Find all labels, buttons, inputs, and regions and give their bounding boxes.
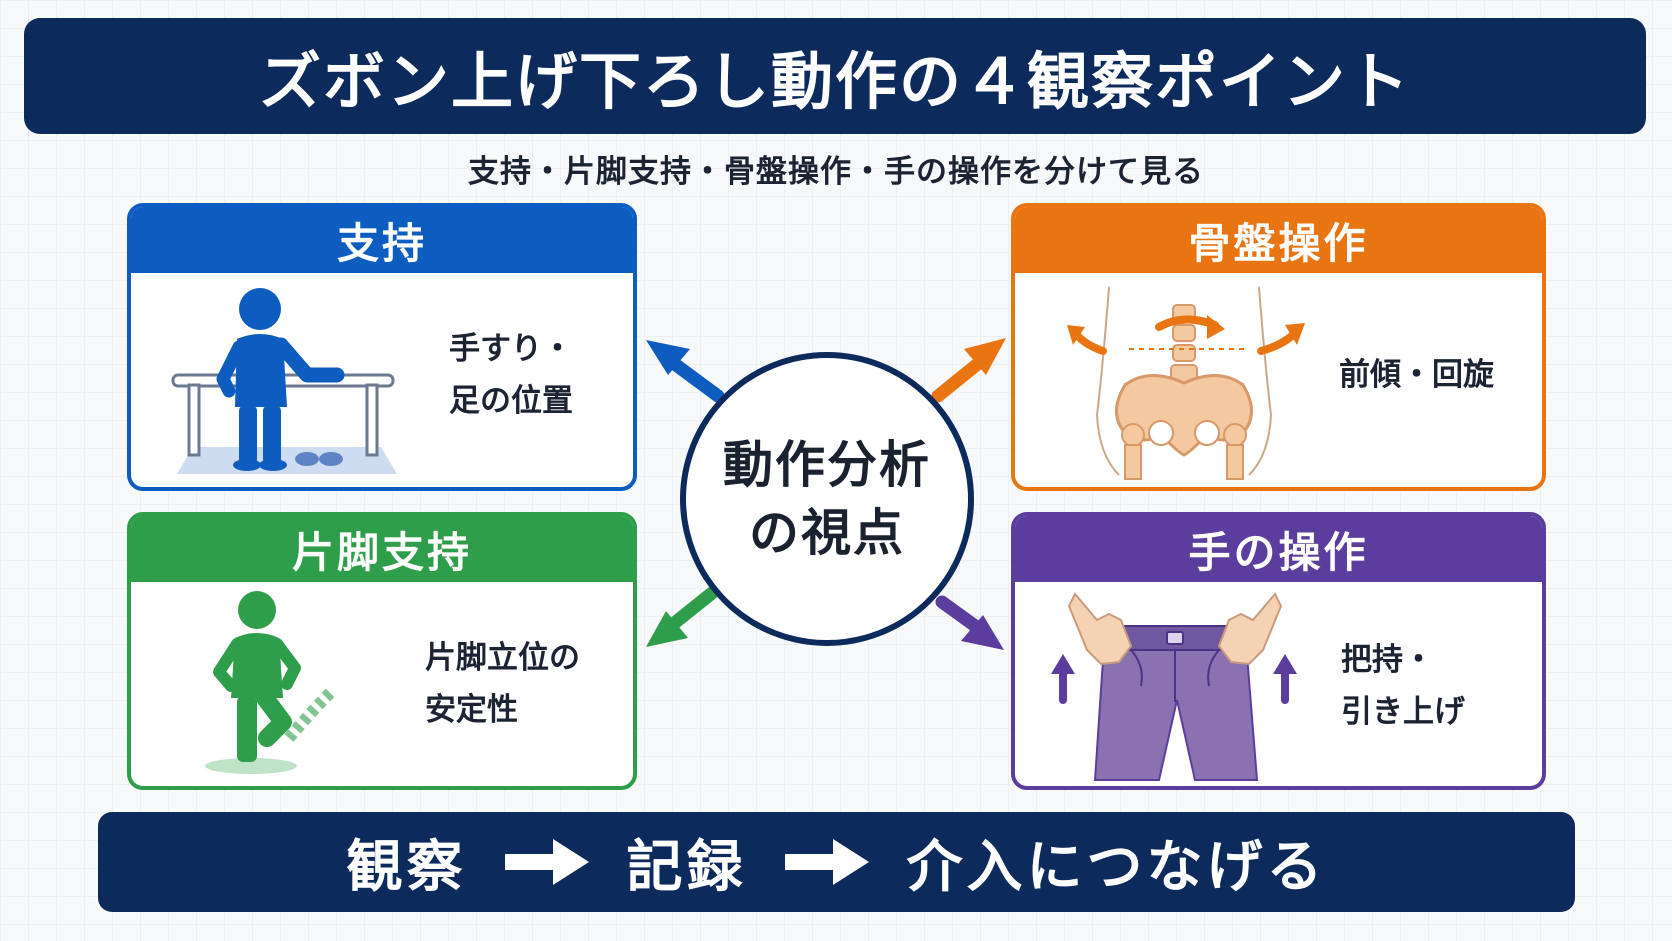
card-hands-text: 把持・ 引き上げ xyxy=(1341,634,1465,738)
card-pelvis: 骨盤操作 前傾・回旋 xyxy=(1011,203,1546,491)
flow-step-record: 記録 xyxy=(626,834,747,900)
card-single-leg-title: 片脚支持 xyxy=(131,516,633,582)
card-single-leg-text: 片脚立位の 安定性 xyxy=(425,632,580,736)
arrow-to-hands xyxy=(935,595,1004,650)
right-arrow-icon xyxy=(504,837,589,887)
card-single-leg-line-1: 片脚立位の xyxy=(425,640,580,676)
card-hands-line-1: 把持・ xyxy=(1341,642,1434,678)
flow-step-intervene: 介入につなげる xyxy=(906,834,1327,900)
card-single-leg: 片脚支持 片脚立位の 安定性 xyxy=(127,512,637,790)
card-pelvis-body: 前傾・回旋 xyxy=(1015,273,1542,487)
card-hands-body: 把持・ 引き上げ xyxy=(1015,582,1542,786)
arrow-to-pelvis xyxy=(931,338,1006,403)
card-hands-title: 手の操作 xyxy=(1015,516,1542,582)
card-support-line-2: 足の位置 xyxy=(449,383,573,419)
arrow-to-support xyxy=(646,340,725,403)
card-support-line-1: 手すり・ xyxy=(449,331,573,367)
page-title: ズボン上げ下ろし動作の４観察ポイント xyxy=(258,45,1411,118)
center-hub: 動作分析 の視点 xyxy=(680,352,974,646)
card-pelvis-line-1: 前傾・回旋 xyxy=(1339,357,1494,393)
center-hub-line-1: 動作分析 xyxy=(723,436,931,494)
arrow-to-single-leg xyxy=(646,586,719,647)
card-hands: 手の操作 把持・ 引き上げ xyxy=(1011,512,1546,790)
card-pelvis-text: 前傾・回旋 xyxy=(1339,349,1494,401)
flow-step-observe: 観察 xyxy=(346,834,467,900)
card-single-leg-body: 片脚立位の 安定性 xyxy=(131,582,633,786)
pelvis-rotation-icon xyxy=(1067,286,1305,480)
title-banner: ズボン上げ下ろし動作の４観察ポイント xyxy=(24,18,1646,134)
flow-banner: 観察 記録 介入につなげる xyxy=(98,812,1575,912)
person-single-leg-stance-icon xyxy=(205,591,336,774)
card-support-body: 手すり・ 足の位置 xyxy=(131,273,633,487)
card-single-leg-line-2: 安定性 xyxy=(425,692,518,728)
subtitle: 支持・片脚支持・骨盤操作・手の操作を分けて見る xyxy=(468,154,1204,190)
card-pelvis-title: 骨盤操作 xyxy=(1015,207,1542,273)
card-support-text: 手すり・ 足の位置 xyxy=(449,323,573,427)
right-arrow-icon xyxy=(784,837,869,887)
hands-pulling-pants-icon xyxy=(1051,592,1297,781)
card-hands-line-2: 引き上げ xyxy=(1341,694,1465,730)
card-support-title: 支持 xyxy=(131,207,633,273)
center-hub-line-2: の視点 xyxy=(749,504,905,562)
card-support: 支持 手すり・ 足の位置 xyxy=(127,203,637,491)
person-holding-handrail-icon xyxy=(171,288,397,474)
